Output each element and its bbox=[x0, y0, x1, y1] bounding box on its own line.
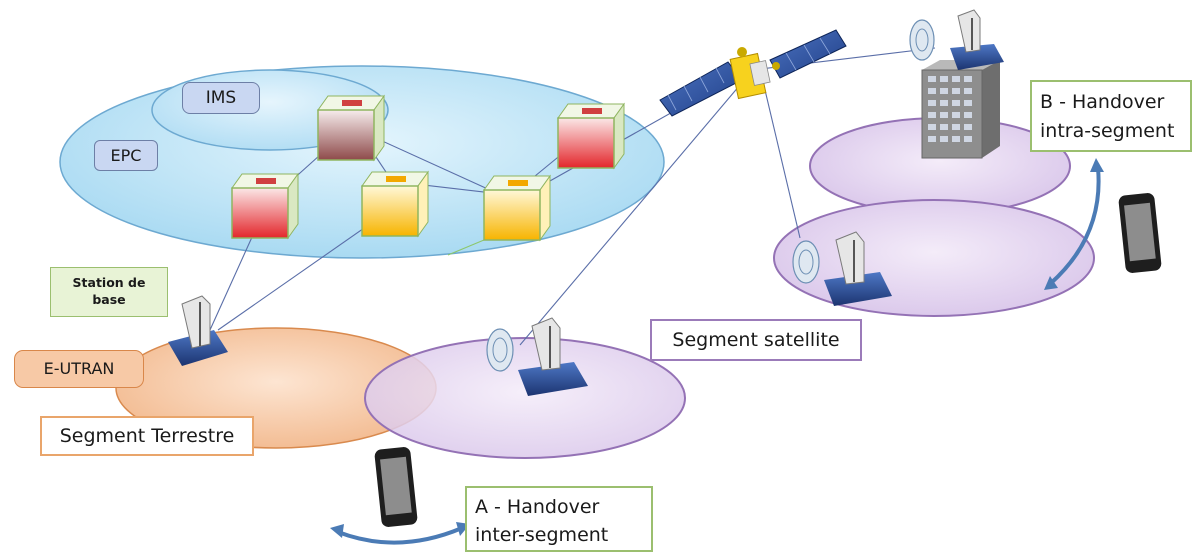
building-windows bbox=[928, 76, 972, 142]
satellite-cell-a bbox=[364, 337, 686, 459]
handover-a-line1: A - Handover bbox=[475, 496, 600, 518]
satellite-dish-icon bbox=[909, 9, 1004, 70]
satellite-icon bbox=[659, 29, 847, 117]
eutran-label: E-UTRAN bbox=[14, 350, 144, 388]
handover-b-line1: B - Handover bbox=[1040, 91, 1165, 113]
satellite-dish-icon bbox=[792, 231, 892, 306]
core-node-icon bbox=[483, 174, 551, 242]
core-node-icon bbox=[231, 172, 299, 240]
core-node-icon bbox=[557, 102, 625, 170]
station-label-line1: Station de bbox=[72, 275, 146, 290]
handover-a-label: A - Handover inter-segment bbox=[465, 486, 653, 552]
handover-a-line2: inter-segment bbox=[475, 524, 609, 546]
handover-b-line2: intra-segment bbox=[1040, 120, 1175, 142]
handover-arrow-a bbox=[330, 522, 470, 545]
satellite-cell-c bbox=[773, 199, 1095, 317]
mobile-phone-icon bbox=[374, 447, 418, 527]
segment-terrestre-label: Segment Terrestre bbox=[40, 416, 254, 456]
core-node-icon bbox=[317, 94, 385, 162]
ims-label: IMS bbox=[182, 82, 260, 114]
station-label-line2: base bbox=[92, 292, 126, 307]
epc-label: EPC bbox=[94, 140, 158, 171]
satellite-dish-icon bbox=[486, 317, 588, 396]
station-de-base-label: Station de base bbox=[50, 267, 168, 317]
base-station-icon bbox=[168, 295, 228, 366]
core-node-icon bbox=[361, 170, 429, 238]
segment-satellite-label: Segment satellite bbox=[650, 319, 862, 361]
building-icon bbox=[921, 60, 1000, 159]
handover-arrow-b bbox=[1044, 158, 1104, 290]
handover-b-label: B - Handover intra-segment bbox=[1030, 80, 1192, 152]
mobile-phone-icon bbox=[1118, 193, 1162, 273]
